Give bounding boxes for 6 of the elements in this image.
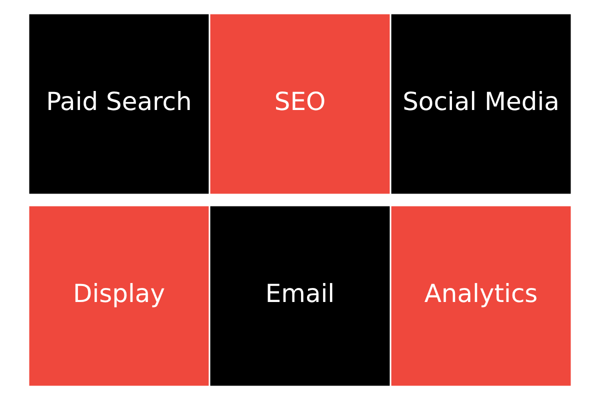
node-box: SEO [210,14,390,194]
node-box: Display [29,206,209,386]
node-box: Analytics [391,206,571,386]
node-box: Email [210,206,390,386]
node-box: Social Media [391,14,571,194]
node-box: Paid Search [29,14,209,194]
